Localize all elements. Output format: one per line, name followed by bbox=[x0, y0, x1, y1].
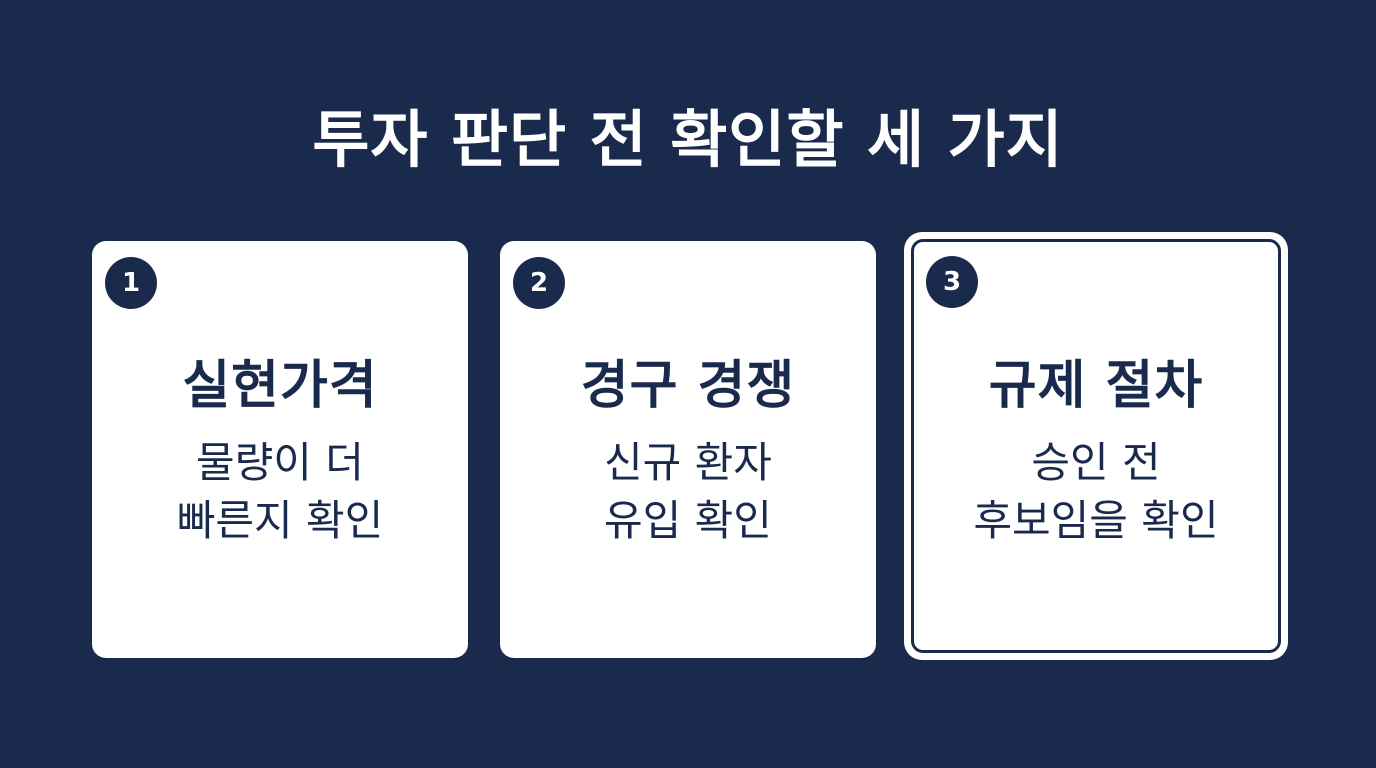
card-2-description-line-1: 신규 환자 bbox=[604, 438, 772, 487]
card-3-description-line-1: 승인 전 bbox=[1031, 438, 1161, 487]
card-1-description-line-2: 빠른지 확인 bbox=[176, 496, 384, 545]
card-2-number-badge: 2 bbox=[513, 257, 565, 309]
card-3-highlighted: 3 규제 절차 승인 전 후보임을 확인 bbox=[904, 232, 1288, 660]
card-1-description: 물량이 더 빠른지 확인 bbox=[92, 434, 468, 550]
card-1-description-line-1: 물량이 더 bbox=[196, 438, 364, 487]
card-1: 1 실현가격 물량이 더 빠른지 확인 bbox=[92, 241, 468, 658]
card-1-number-badge: 1 bbox=[105, 257, 157, 309]
card-2: 2 경구 경쟁 신규 환자 유입 확인 bbox=[500, 241, 876, 658]
card-3-heading: 규제 절차 bbox=[988, 356, 1204, 416]
card-2-heading: 경구 경쟁 bbox=[580, 356, 796, 416]
card-1-heading: 실현가격 bbox=[182, 356, 378, 416]
card-2-description-line-2: 유입 확인 bbox=[604, 496, 772, 545]
card-3-number-badge: 3 bbox=[926, 256, 978, 308]
card-3-description: 승인 전 후보임을 확인 bbox=[904, 434, 1288, 550]
card-3-inner-border bbox=[911, 239, 1281, 653]
card-3-description-line-2: 후보임을 확인 bbox=[973, 496, 1219, 545]
page-title: 투자 판단 전 확인할 세 가지 bbox=[312, 103, 1064, 176]
card-2-description: 신규 환자 유입 확인 bbox=[500, 434, 876, 550]
